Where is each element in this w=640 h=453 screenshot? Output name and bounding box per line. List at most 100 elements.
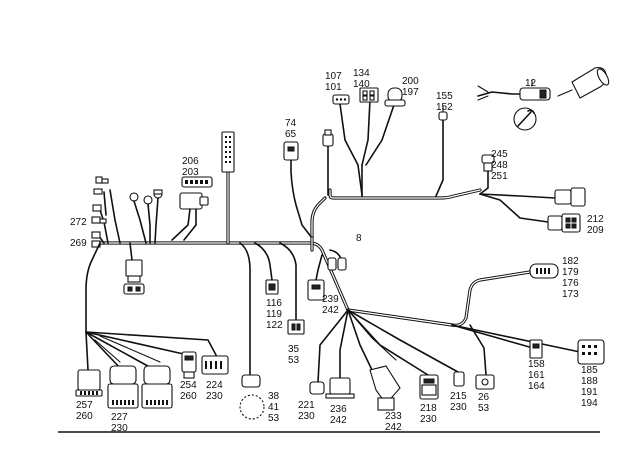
label-245: 245	[491, 149, 508, 160]
connector-233	[369, 365, 401, 411]
label-188: 188	[581, 376, 598, 387]
relay-connector	[123, 242, 145, 295]
label-134: 134	[353, 68, 370, 79]
connector-116	[254, 242, 279, 295]
label-53: 53	[288, 355, 300, 366]
label-191: 191	[581, 387, 598, 398]
connector-158	[529, 339, 543, 359]
label-41: 41	[268, 402, 280, 413]
connector-212	[547, 187, 586, 233]
label-269: 269	[70, 238, 87, 249]
label-38: 38	[268, 391, 280, 402]
label-194: 194	[581, 398, 598, 409]
label-101: 101	[325, 82, 342, 93]
label-122: 122	[266, 320, 283, 331]
connector-245	[481, 154, 495, 172]
label-197: 197	[402, 87, 419, 98]
label-230-a: 230	[206, 391, 223, 402]
upper-branches	[327, 99, 556, 223]
label-203: 203	[182, 167, 199, 178]
label-260-a: 260	[180, 391, 197, 402]
connector-top-plug	[322, 129, 334, 147]
label-230-c: 230	[298, 411, 315, 422]
connector-134	[359, 87, 379, 103]
label-248: 248	[491, 160, 508, 171]
label-182: 182	[562, 256, 579, 267]
connector-257	[75, 369, 103, 397]
label-242: 242	[322, 305, 339, 316]
right-lower-harness	[317, 270, 581, 383]
label-107: 107	[325, 71, 342, 82]
label-218: 218	[420, 403, 437, 414]
connector-200	[384, 87, 406, 107]
part-12-probe	[477, 67, 610, 131]
part-number-labels: 107 101 134 140 200 197 12 155 152 74 65…	[70, 68, 604, 434]
label-119: 119	[266, 309, 282, 320]
label-221: 221	[298, 400, 315, 411]
label-173: 173	[562, 289, 579, 300]
connector-206	[171, 176, 213, 241]
connector-74	[283, 141, 313, 239]
label-26: 26	[478, 392, 490, 403]
label-230-b: 230	[111, 423, 128, 434]
label-242-b: 242	[330, 415, 347, 426]
label-230-e: 230	[450, 402, 467, 413]
label-164: 164	[528, 381, 545, 392]
label-158: 158	[528, 359, 545, 370]
label-239: 239	[322, 294, 339, 305]
label-53-b: 53	[268, 413, 280, 424]
label-185: 185	[581, 365, 598, 376]
label-35: 35	[288, 344, 300, 355]
wrench-icon	[513, 107, 537, 131]
label-155: 155	[436, 91, 453, 102]
sensor-cylinder	[557, 67, 610, 99]
connector-236	[325, 377, 355, 399]
label-53-c: 53	[478, 403, 490, 414]
connector-215	[453, 371, 465, 387]
label-227: 227	[111, 412, 128, 423]
ground-terminals	[129, 189, 163, 244]
label-176: 176	[562, 278, 579, 289]
connector-155	[438, 105, 448, 121]
label-242-c: 242	[385, 422, 402, 433]
connector-254	[181, 351, 197, 379]
label-8: 8	[356, 233, 362, 244]
label-179: 179	[562, 267, 579, 278]
label-257: 257	[76, 400, 93, 411]
label-200: 200	[402, 76, 419, 87]
upper-harness-trunk	[310, 188, 482, 240]
connector-239	[307, 249, 347, 301]
connector-38	[239, 242, 265, 420]
label-224: 224	[206, 380, 223, 391]
label-230-d: 230	[420, 414, 437, 425]
label-260-b: 260	[76, 411, 93, 422]
label-65: 65	[285, 129, 297, 140]
label-212: 212	[587, 214, 604, 225]
left-main-harness	[98, 168, 350, 312]
connector-224	[201, 355, 229, 375]
connector-185	[577, 339, 605, 365]
left-lower-branches	[85, 242, 217, 371]
label-236: 236	[330, 404, 347, 415]
connector-182	[529, 263, 559, 279]
label-209: 209	[587, 225, 604, 236]
connector-221	[309, 381, 325, 395]
label-140: 140	[353, 79, 370, 90]
label-215: 215	[450, 391, 467, 402]
connector-107	[332, 94, 350, 105]
label-251: 251	[491, 171, 508, 182]
label-233: 233	[385, 411, 402, 422]
label-254: 254	[180, 380, 197, 391]
connector-tall-strip	[221, 131, 235, 173]
label-272: 272	[70, 217, 87, 228]
left-terminals	[91, 176, 121, 248]
label-74: 74	[285, 118, 297, 129]
connector-227	[107, 365, 173, 409]
connector-35	[279, 242, 305, 335]
label-116: 116	[266, 298, 282, 309]
label-152: 152	[436, 102, 453, 113]
connector-218	[419, 374, 439, 400]
label-206: 206	[182, 156, 199, 167]
